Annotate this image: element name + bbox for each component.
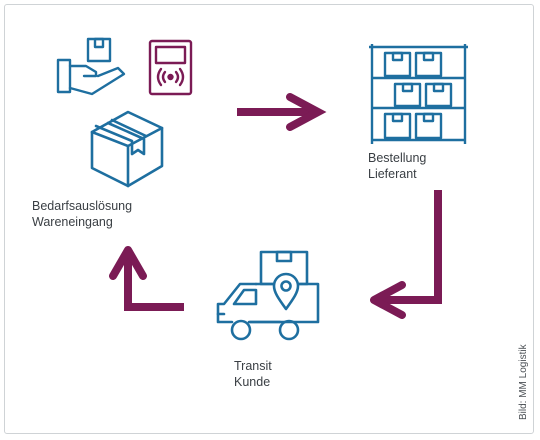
step-label-line1: Bedarfsauslösung (32, 199, 133, 213)
arrow-right (237, 93, 327, 131)
step-label-wareneingang: Bedarfsauslösung Wareneingang (32, 198, 132, 230)
delivery-truck-icon (216, 250, 320, 341)
step-label-line1: Bestellung (368, 151, 427, 165)
box-icon (90, 110, 164, 188)
location-pin-icon (272, 272, 300, 311)
warehouse-shelf-icon (369, 44, 468, 144)
arrow-up (109, 246, 184, 311)
hand-package-icon (56, 37, 126, 96)
step-label-line2: Kunde (234, 375, 271, 389)
step-label-line2: Wareneingang (32, 215, 113, 229)
step-label-kunde: Transit Kunde (234, 358, 272, 390)
rfid-reader-icon (148, 39, 193, 96)
step-label-lieferant: Bestellung Lieferant (368, 150, 426, 182)
step-label-line1: Transit (234, 359, 272, 373)
step-label-line2: Lieferant (368, 167, 417, 181)
image-credit: Bild: MM Logistik (518, 344, 529, 420)
arrow-down-left (370, 190, 442, 319)
